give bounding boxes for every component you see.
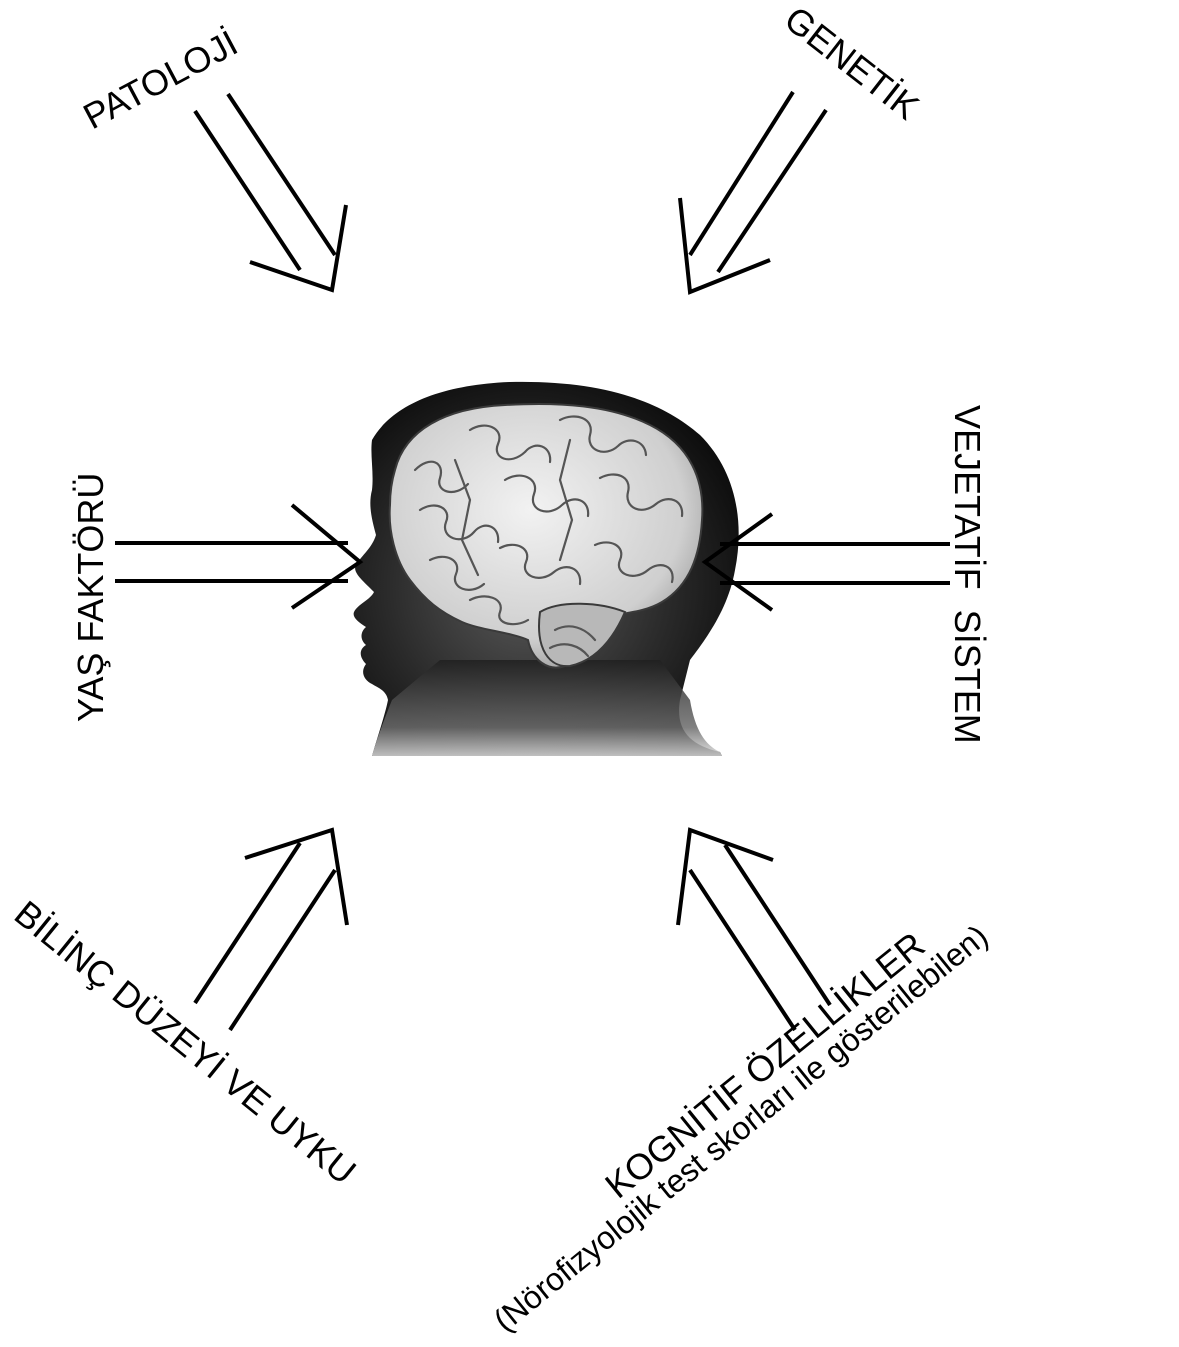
- label-autonomic: VEJETATİF SİSTEM: [947, 405, 988, 744]
- arrow-pathology: [195, 94, 346, 290]
- label-consciousness: BİLİNÇ DÜZEYİ VE UYKU: [7, 892, 364, 1192]
- arrow-genetics: [680, 92, 826, 292]
- head-with-brain-illustration: [354, 382, 739, 756]
- label-cognitive: KOGNİTİF ÖZELLİKLER: [597, 924, 932, 1206]
- label-genetics: GENETİK: [777, 0, 927, 128]
- label-cognitive-note: (Nörofizyolojik test skorları ile göster…: [487, 918, 995, 1339]
- label-pathology: PATOLOJİ: [77, 22, 245, 137]
- arrow-cognitive: [678, 830, 830, 1030]
- neck-fade: [372, 660, 722, 756]
- arrow-autonomic: [705, 514, 950, 610]
- label-age: YAŞ FAKTÖRÜ: [70, 473, 111, 722]
- arrow-age: [115, 505, 360, 608]
- arrow-consciousness: [195, 830, 347, 1030]
